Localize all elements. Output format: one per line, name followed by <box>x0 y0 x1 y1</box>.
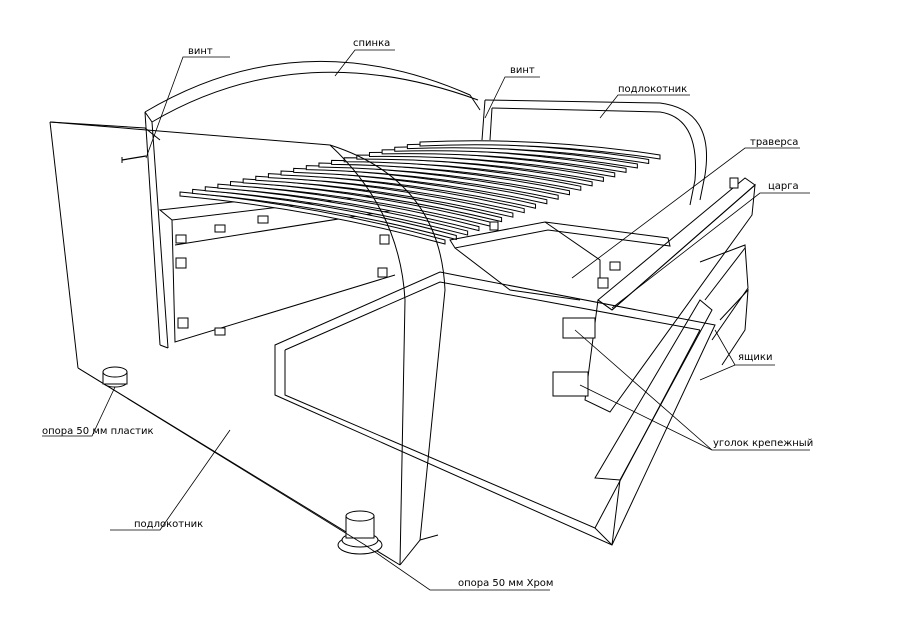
slat <box>419 140 661 160</box>
label-crossbar: траверса <box>750 137 798 148</box>
slat <box>217 183 480 232</box>
slat <box>192 188 457 241</box>
callout-labels: винт спинка винт подлокотник траверса ца… <box>42 38 813 589</box>
label-support-chrome: опора 50 мм Хром <box>458 578 553 589</box>
label-armrest-front: подлокотник <box>134 519 203 530</box>
slat <box>179 191 446 245</box>
label-support-plastic: опора 50 мм пластик <box>42 426 154 437</box>
slat <box>204 186 469 236</box>
leader-lines <box>42 49 810 591</box>
label-mount-bracket: уголок крепежный <box>713 438 813 449</box>
label-screw-right: винт <box>510 65 535 76</box>
crossbar <box>449 221 671 301</box>
slat <box>242 178 503 223</box>
support-foot-plastic <box>102 366 128 388</box>
armrest-back <box>481 99 707 206</box>
screw-icon <box>121 155 147 163</box>
backrest-panel <box>144 60 481 123</box>
label-armrest-back: подлокотник <box>618 84 687 95</box>
label-screw-left: винт <box>188 46 213 57</box>
drawers <box>274 244 749 546</box>
label-drawers: ящики <box>738 352 772 363</box>
label-side-rail: царга <box>768 181 799 192</box>
slat-grid <box>179 140 661 245</box>
side-rail <box>552 177 756 413</box>
armrest-left-rear-panel <box>49 111 169 369</box>
label-backrest: спинка <box>353 38 390 49</box>
